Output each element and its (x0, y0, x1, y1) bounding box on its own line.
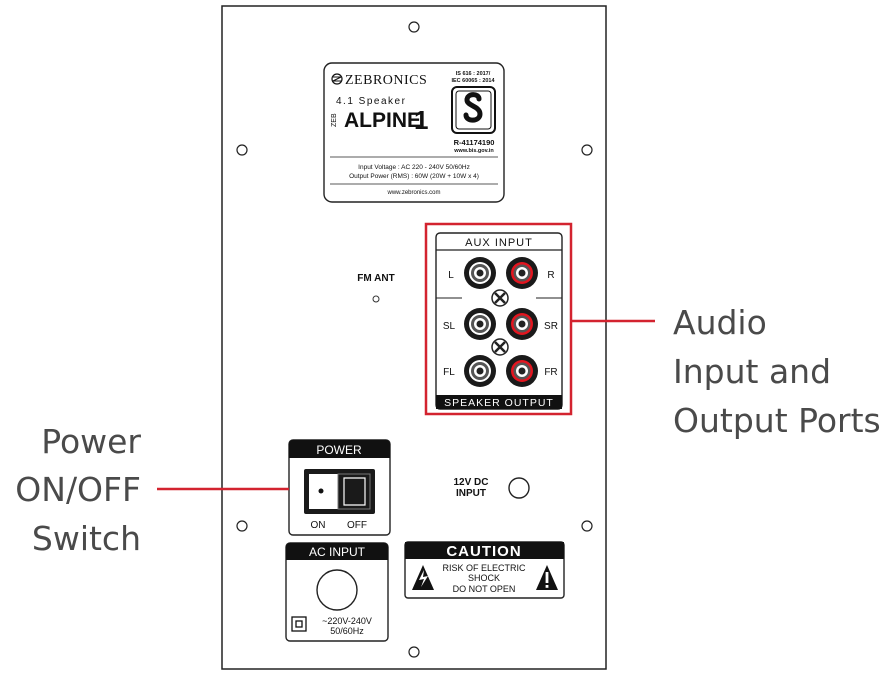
caution-line-2: SHOCK (468, 573, 500, 583)
bis-certification-icon (451, 86, 496, 134)
power-callout-line-2: ON/OFF (15, 470, 141, 509)
standard-line-2: IEC 60065 : 2014 (451, 78, 495, 84)
dc-input-jack[interactable] (508, 477, 530, 499)
screw-hole-left-upper (236, 144, 248, 156)
model-zeb: ZEB (331, 113, 338, 127)
power-on-indicator-icon (318, 488, 324, 494)
registration-number: R-41174190 (454, 138, 495, 147)
double-insulation-icon (291, 616, 307, 632)
port-mount-screw-upper (491, 289, 509, 307)
rca-jack-sr[interactable] (506, 308, 538, 340)
dc-input-label-line-2: INPUT (456, 488, 486, 499)
electric-shock-warning-icon (412, 565, 434, 590)
ac-input-title: AC INPUT (309, 545, 366, 559)
caution-label: CAUTION RISK OF ELECTRIC SHOCK DO NOT OP… (404, 541, 565, 599)
caution-line-3: DO NOT OPEN (453, 584, 516, 594)
audio-ports-highlight (424, 222, 573, 416)
power-on-label: ON (311, 520, 326, 531)
caution-title: CAUTION (446, 543, 521, 560)
fm-ant-label: FM ANT (357, 273, 394, 284)
ac-rating-line-1: ~220V-240V (322, 616, 372, 626)
rca-jack-sl[interactable] (464, 308, 496, 340)
screw-hole-left-lower (236, 520, 248, 532)
port-label-fl: FL (443, 367, 455, 378)
power-off-label: OFF (347, 520, 367, 531)
ac-input-block: AC INPUT ~220V-240V 50/60Hz (285, 542, 389, 642)
port-label-sl: SL (443, 321, 456, 332)
audio-callout-line-3: Output Ports (673, 401, 881, 440)
model-prefix: 4.1 Speaker (336, 96, 406, 107)
brand-name: ZEBRONICS (345, 73, 427, 88)
model-name: ALPINE (344, 109, 421, 132)
rca-jack-l[interactable] (464, 257, 496, 289)
screw-hole-right-upper (581, 144, 593, 156)
port-label-fr: FR (544, 367, 557, 378)
ac-rating-line-2: 50/60Hz (330, 626, 364, 636)
power-callout-line-3: Switch (32, 519, 141, 558)
fm-antenna-jack[interactable] (372, 295, 380, 303)
port-mount-screw-lower (491, 338, 509, 356)
power-callout-line-1: Power (41, 422, 141, 461)
output-power-spec: Output Power (RMS) : 60W (20W + 10W x 4) (349, 173, 479, 180)
screw-hole-bottom (408, 646, 420, 658)
rca-jack-fr[interactable] (506, 355, 538, 387)
screw-hole-right-lower (581, 520, 593, 532)
audio-callout-line-1: Audio (673, 303, 767, 342)
rca-jack-fl[interactable] (464, 355, 496, 387)
caution-line-1: RISK OF ELECTRIC (442, 563, 526, 573)
website-url: www.zebronics.com (386, 190, 440, 196)
port-label-sr: SR (544, 321, 558, 332)
ac-power-socket[interactable] (316, 569, 358, 611)
audio-ports-group: AUX INPUT SPEAKER OUTPUT L R SL SR FL FR (424, 222, 573, 416)
port-label-l: L (448, 270, 454, 281)
speaker-output-label: SPEAKER OUTPUT (444, 397, 554, 409)
power-switch-block: POWER ON OFF (288, 439, 391, 536)
bis-url: www.bis.gov.in (453, 148, 494, 154)
zebronics-logo-icon (331, 73, 343, 85)
port-label-r: R (547, 270, 554, 281)
power-rocker-switch[interactable] (304, 469, 375, 514)
power-title: POWER (316, 443, 362, 457)
brand-label-plate: ZEBRONICS 4.1 Speaker ZEB ALPINE 1 IS 61… (323, 62, 505, 203)
audio-callout-line-2: Input and (673, 352, 831, 391)
model-number: 1 (414, 105, 428, 135)
rca-jack-r[interactable] (506, 257, 538, 289)
standard-line-1: IS 616 : 2017/ (456, 71, 491, 77)
dc-input-label-line-1: 12V DC (453, 477, 488, 488)
screw-hole-top (408, 21, 420, 33)
aux-input-label: AUX INPUT (465, 237, 533, 249)
input-voltage-spec: Input Voltage : AC 220 - 240V 50/60Hz (358, 164, 470, 171)
exclamation-warning-icon (536, 565, 558, 590)
